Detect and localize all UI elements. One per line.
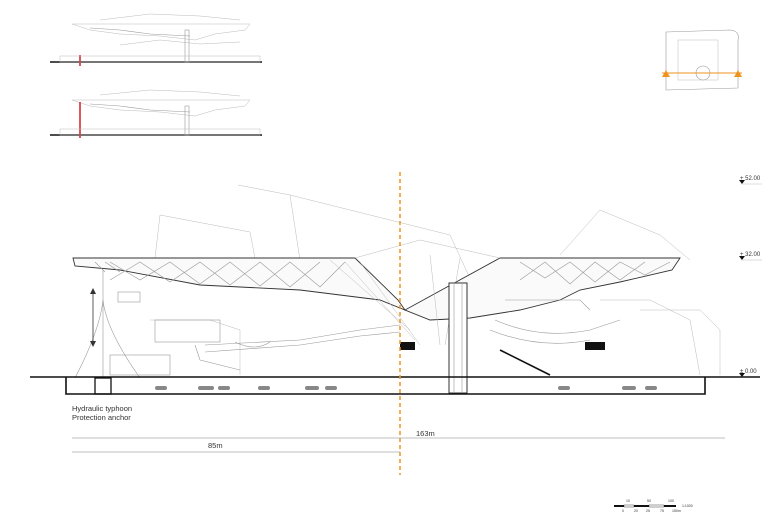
svg-text:+ 52.00: + 52.00 — [740, 176, 761, 182]
svg-text:20: 20 — [634, 509, 638, 513]
dimension-total: 163m — [72, 429, 725, 439]
key-plan — [662, 29, 742, 91]
level-marker-0: ± 0.00 — [739, 369, 757, 377]
scale-bar: 10 50 100 0 20 25 75 150m 1:1000 — [614, 499, 693, 513]
anchor-label-line2: Protection anchor — [72, 413, 131, 422]
svg-text:0: 0 — [622, 509, 624, 513]
ground-and-basement — [30, 376, 760, 395]
level-marker-32: + 32.00 — [739, 252, 762, 261]
thumbnail-section-2 — [50, 89, 262, 138]
roof-truss — [72, 239, 681, 346]
svg-text:50: 50 — [647, 499, 651, 503]
svg-text:163m: 163m — [416, 429, 435, 438]
svg-text:85m: 85m — [208, 441, 223, 450]
level-marker-52: + 52.00 — [739, 176, 762, 185]
svg-text:1:1000: 1:1000 — [682, 504, 693, 508]
parked-cars — [155, 386, 657, 390]
svg-text:± 0.00: ± 0.00 — [740, 369, 757, 375]
svg-text:100: 100 — [668, 499, 674, 503]
anchor-label-line1: Hydraulic typhoon — [72, 404, 132, 413]
svg-text:75: 75 — [660, 509, 664, 513]
svg-text:10: 10 — [626, 499, 630, 503]
svg-text:+ 32.00: + 32.00 — [740, 252, 761, 258]
typhoon-anchor — [74, 270, 141, 395]
interior-ramps — [109, 291, 621, 376]
core-tower — [448, 282, 468, 394]
level-markers: + 52.00 + 32.00 ± 0.00 — [739, 176, 762, 377]
thumbnail-section-1 — [50, 13, 262, 66]
svg-text:25: 25 — [646, 509, 650, 513]
dimension-partial: 85m — [72, 441, 400, 453]
svg-text:150m: 150m — [672, 509, 681, 513]
